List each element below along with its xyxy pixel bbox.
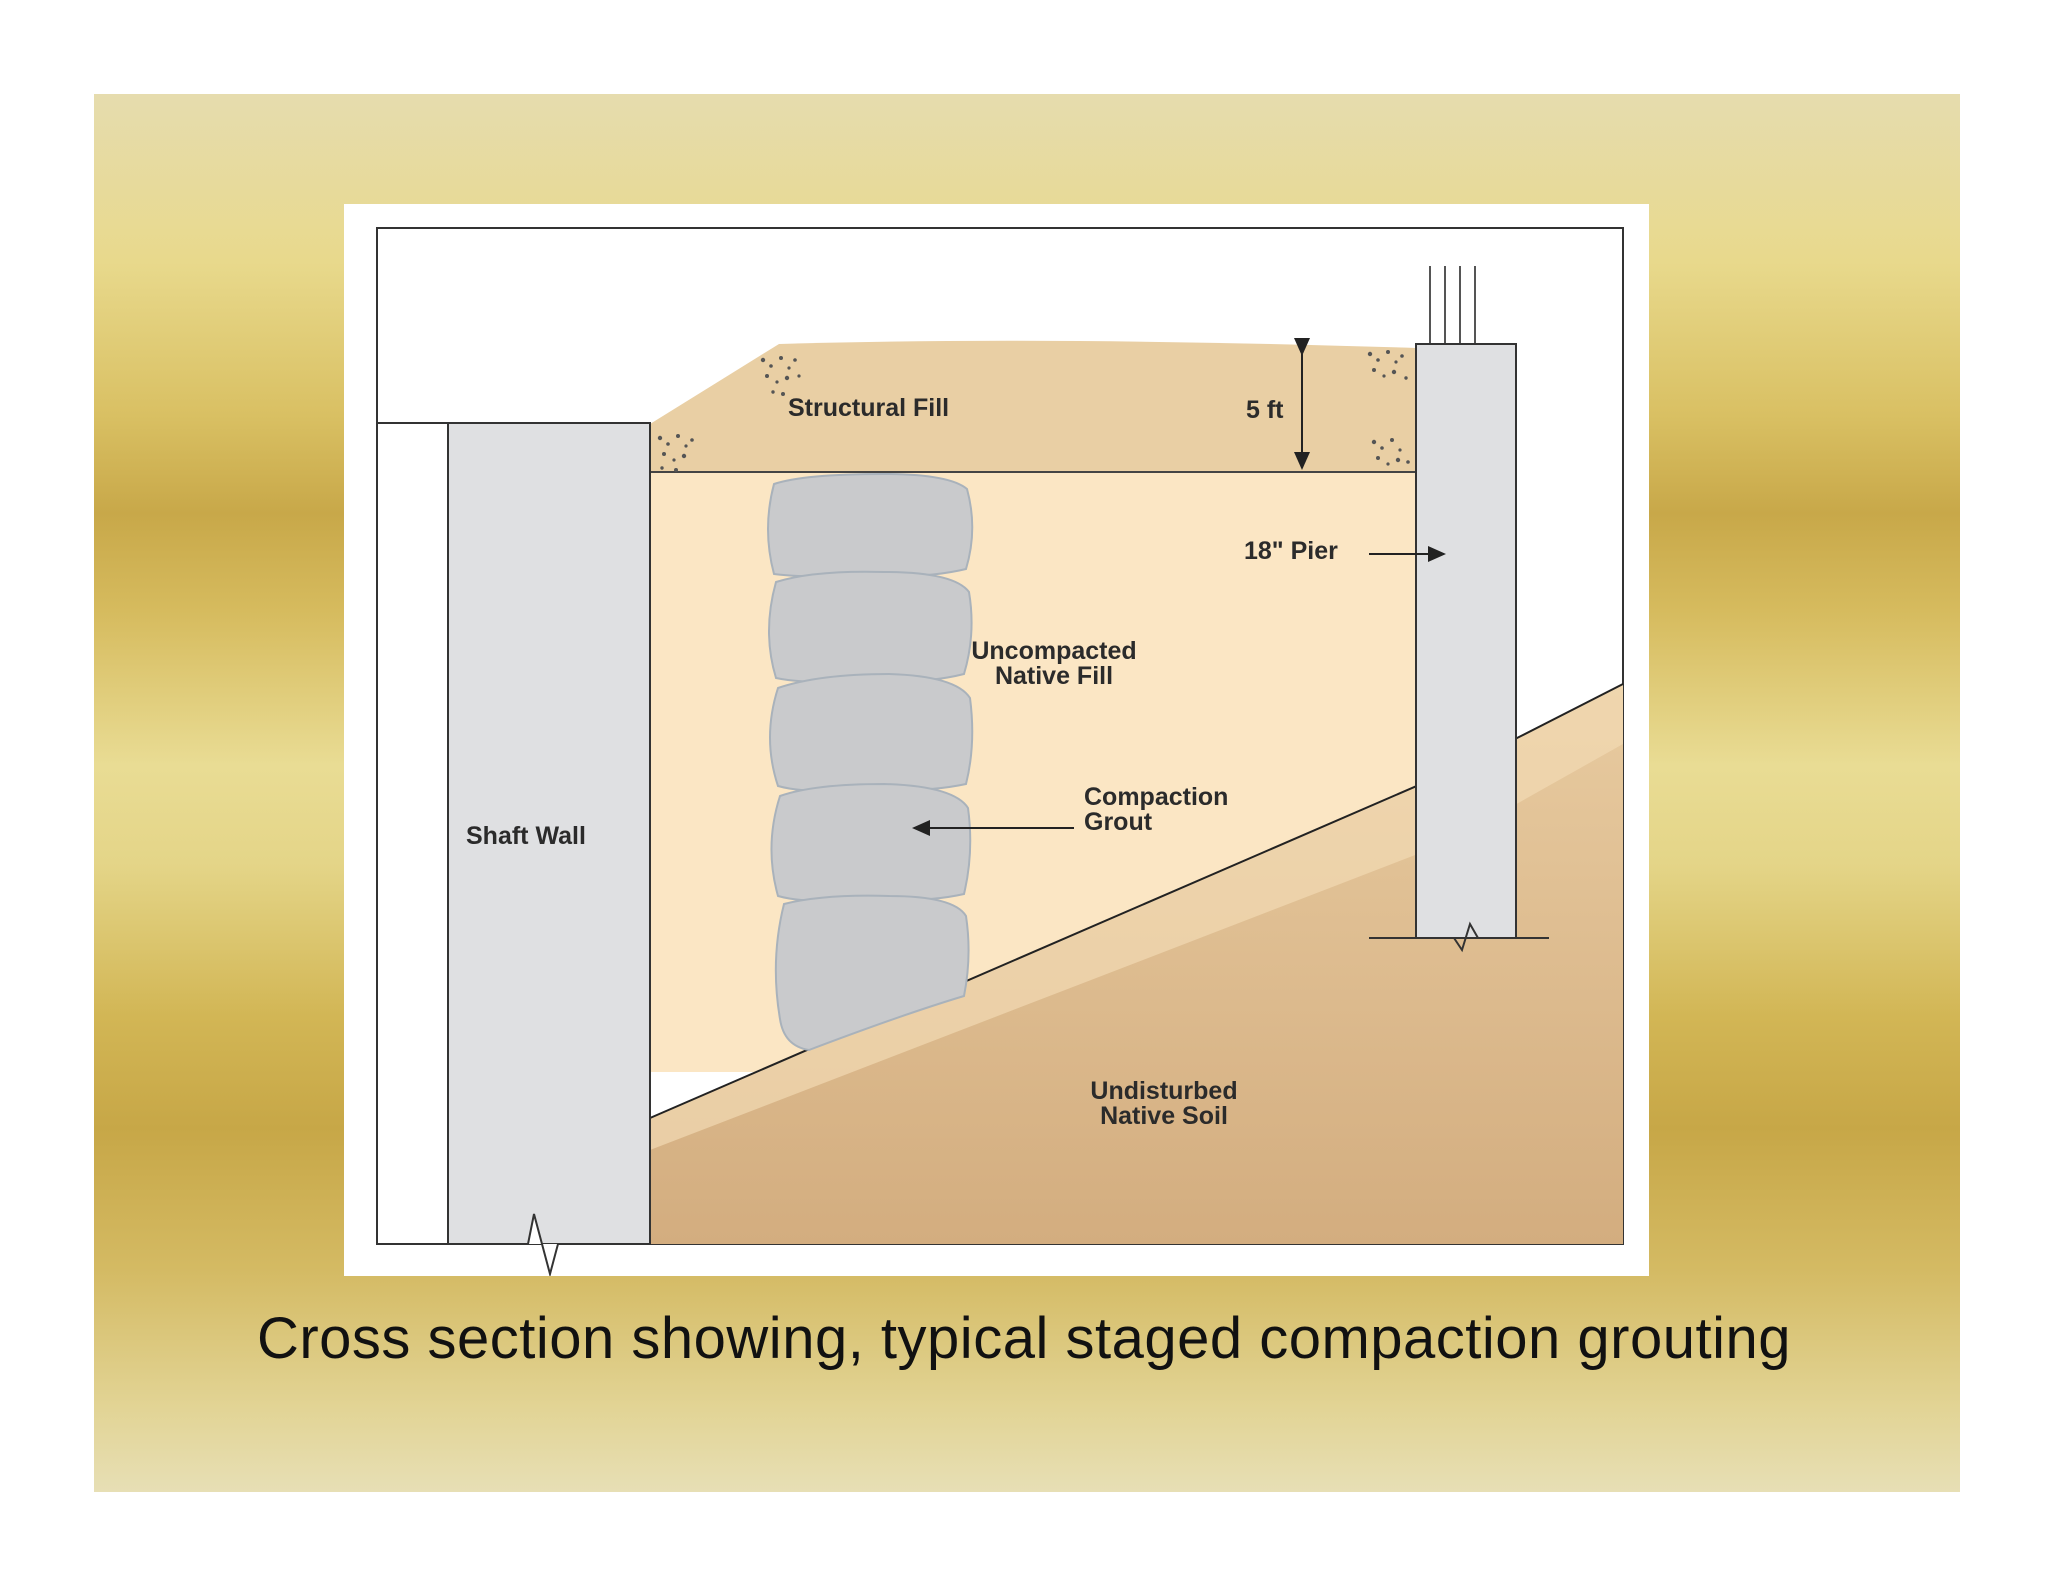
shaft-wall [447, 422, 651, 1245]
compaction-grout-bulbs [767, 472, 974, 1052]
diagram-frame: Structural Fill 5 ft 18" Pier Uncompacte… [344, 204, 1649, 1276]
structural-fill-label: Structural Fill [788, 394, 949, 422]
grout-bulb-4 [770, 782, 972, 903]
pier-break-symbol [1453, 921, 1479, 953]
structural-fill-region [650, 340, 1416, 472]
figure-caption: Cross section showing, typical staged co… [256, 1306, 1792, 1371]
cross-section-diagram: Structural Fill 5 ft 18" Pier Uncompacte… [376, 227, 1624, 1276]
shaft-wall-label: Shaft Wall [466, 822, 586, 850]
gravel-patches [657, 350, 1410, 472]
grout-bulb-3 [769, 672, 974, 793]
grout-bulb-2 [768, 570, 973, 684]
pier [1415, 343, 1517, 939]
grout-bulb-1 [767, 472, 974, 578]
grout-bulb-5 [774, 894, 970, 1052]
shaft-wall-break-symbol [527, 1213, 559, 1276]
soil-transition-band [650, 684, 1623, 1150]
compaction-grout-label-line1: Compaction [1084, 783, 1228, 811]
undisturbed-soil-label-line1: Undisturbed [1090, 1077, 1237, 1105]
uncompacted-fill-label-line1: Uncompacted [971, 637, 1136, 665]
depth-label: 5 ft [1246, 396, 1284, 424]
pier-rebars [1429, 266, 1476, 344]
pier-label: 18" Pier [1244, 537, 1338, 565]
compaction-grout-label-line2: Grout [1084, 808, 1153, 836]
undisturbed-soil-label-line2: Native Soil [1100, 1102, 1228, 1130]
uncompacted-fill-label-line2: Native Fill [995, 662, 1113, 690]
